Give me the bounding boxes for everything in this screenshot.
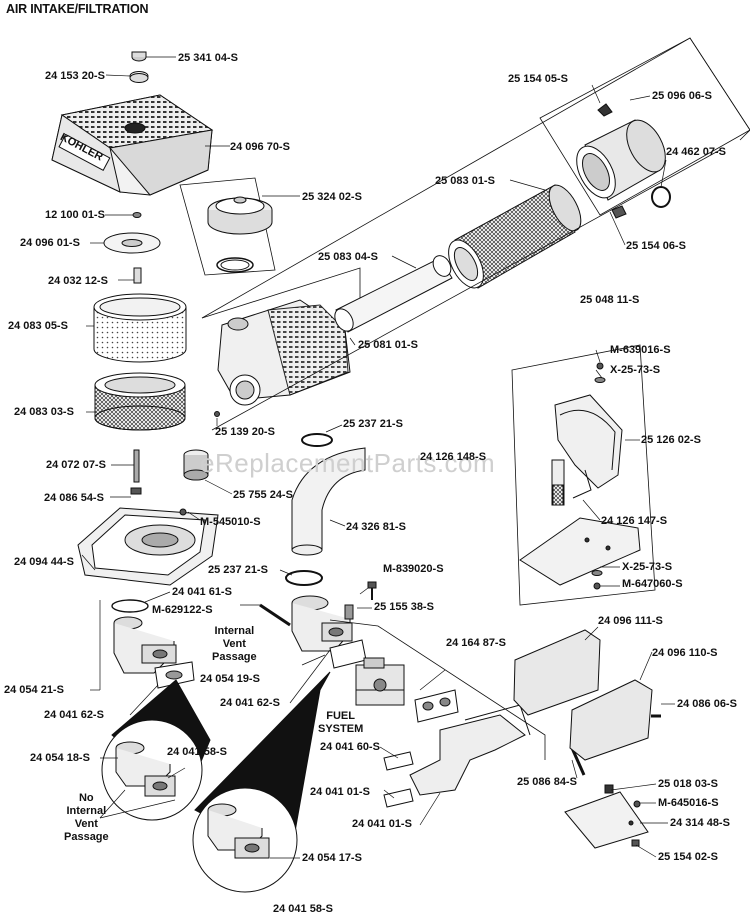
- part-label: 24 096 01-S: [20, 237, 80, 249]
- part-label: 24 086 54-S: [44, 492, 104, 504]
- part-label: 24 164 87-S: [446, 637, 506, 649]
- part-label: 25 154 06-S: [626, 240, 686, 252]
- page-title: AIR INTAKE/FILTRATION: [6, 2, 149, 16]
- part-label: X-25-73-S: [622, 561, 673, 573]
- part-label: 25 083 04-S: [318, 251, 378, 263]
- part-label: 25 154 02-S: [658, 851, 718, 863]
- part-label: 25 324 02-S: [302, 191, 362, 203]
- part-label: 25 083 01-S: [435, 175, 495, 187]
- part-label: X-25-73-S: [610, 364, 661, 376]
- part-label: 25 018 03-S: [658, 778, 718, 790]
- part-label: 24 094 44-S: [14, 556, 74, 568]
- part-label: 25 086 84-S: [517, 776, 577, 788]
- note-line: Internal: [66, 805, 107, 817]
- part-label: 24 096 70-S: [230, 141, 290, 153]
- note-line: No: [78, 792, 94, 804]
- cap-nut-part: [129, 51, 149, 83]
- shield-110: [569, 679, 653, 761]
- part-label: 24 041 62-S: [220, 697, 280, 709]
- watermark: eReplacementParts.com: [200, 448, 496, 478]
- note-line: SYSTEM: [318, 723, 364, 735]
- part-label: 24 083 05-S: [8, 320, 68, 332]
- note-internal-vent: Internal Vent Passage: [212, 625, 257, 664]
- part-label: 25 154 05-S: [508, 73, 568, 85]
- mounting-bracket: [554, 394, 623, 499]
- part-label: 24 041 01-S: [352, 818, 412, 830]
- part-label: 25 155 38-S: [374, 601, 434, 613]
- note-fuel-system: FUEL SYSTEM: [318, 710, 363, 736]
- part-label: 24 054 18-S: [30, 752, 90, 764]
- part-label: M-839020-S: [383, 563, 444, 575]
- part-label: 24 086 06-S: [677, 698, 737, 710]
- precleaner-dome: [207, 196, 273, 235]
- part-label: 24 314 48-S: [670, 817, 730, 829]
- part-label: 24 462 07-S: [666, 146, 726, 158]
- air-cleaner-housing: [217, 299, 351, 406]
- intake-elbow-center: [291, 595, 353, 652]
- part-label: M-645016-S: [658, 797, 719, 809]
- note-line: Passage: [212, 651, 257, 663]
- air-cleaner-base: [77, 507, 219, 586]
- breather-tube: [183, 449, 209, 481]
- carburetor: [355, 657, 405, 706]
- part-label: 25 081 01-S: [358, 339, 418, 351]
- part-label: 24 096 110-S: [652, 647, 718, 659]
- part-label: 24 126 148-S: [420, 451, 487, 463]
- part-label: 24 041 58-S: [167, 746, 227, 758]
- part-label: M-545010-S: [200, 516, 261, 528]
- part-label: 24 153 20-S: [45, 70, 105, 82]
- part-label: 24 096 111-S: [598, 615, 663, 627]
- zoom-detail-no-vent: [101, 679, 211, 821]
- inner-element-tube: [334, 255, 453, 333]
- note-no-internal-vent: No Internal Vent Passage: [64, 792, 109, 844]
- part-label: 24 032 12-S: [48, 275, 108, 287]
- part-label: 25 126 02-S: [641, 434, 701, 446]
- main-filter-element: [448, 184, 582, 289]
- elbow-hose: [291, 447, 366, 556]
- part-label: 24 041 62-S: [44, 709, 104, 721]
- part-label: 25 237 21-S: [208, 564, 268, 576]
- small-clamp: [216, 257, 254, 273]
- part-label: 25 048 11-S: [580, 294, 640, 306]
- precleaner-element: [93, 293, 187, 363]
- part-label: 24 041 01-S: [310, 786, 370, 798]
- note-line: FUEL: [326, 710, 355, 722]
- part-label: 24 326 81-S: [346, 521, 406, 533]
- note-line: Passage: [64, 831, 109, 843]
- washer-seal: [103, 212, 161, 254]
- part-label: M-647060-S: [622, 578, 683, 590]
- part-label: 25 755 24-S: [233, 489, 293, 501]
- part-label: 24 041 58-S: [273, 903, 333, 915]
- cover-plate: [564, 791, 649, 849]
- part-label: 25 096 06-S: [652, 90, 712, 102]
- note-line: Internal: [214, 625, 255, 637]
- part-label: 24 083 03-S: [14, 406, 74, 418]
- part-label: 24 054 19-S: [200, 673, 260, 685]
- part-label: 24 041 60-S: [320, 741, 380, 753]
- note-line: Vent: [222, 638, 246, 650]
- part-label: 12 100 01-S: [45, 209, 105, 221]
- part-label: 25 139 20-S: [215, 426, 275, 438]
- part-label: 25 237 21-S: [343, 418, 403, 430]
- intake-elbow-left: [113, 616, 177, 674]
- part-label: 24 126 147-S: [601, 515, 668, 527]
- part-label: 24 041 61-S: [172, 586, 232, 598]
- zoom-detail-vent: [192, 671, 331, 893]
- note-line: Vent: [74, 818, 98, 830]
- shield-111: [513, 629, 601, 716]
- part-label: 24 054 17-S: [302, 852, 362, 864]
- part-label: M-629122-S: [152, 604, 213, 616]
- part-label: 25 341 04-S: [178, 52, 238, 64]
- part-label: M-639016-S: [610, 344, 671, 356]
- end-cap: [576, 119, 666, 201]
- part-label: 24 054 21-S: [4, 684, 64, 696]
- paper-element: [94, 372, 186, 431]
- part-label: 24 072 07-S: [46, 459, 106, 471]
- air-cleaner-cover: [51, 94, 214, 196]
